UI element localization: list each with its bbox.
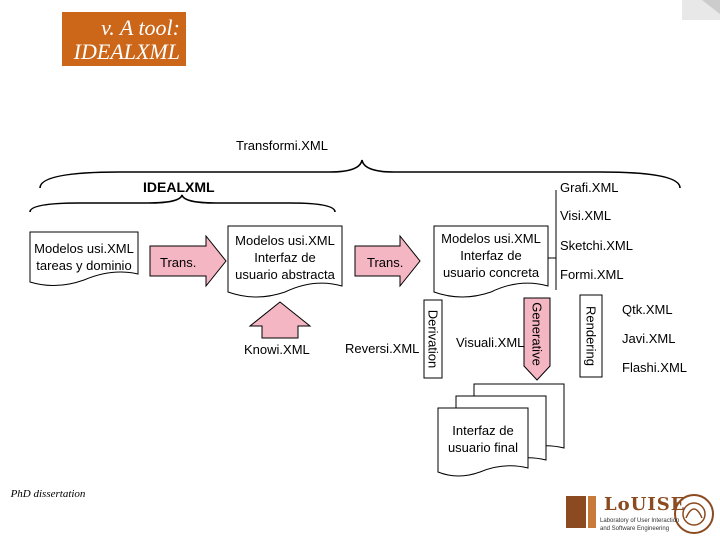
generative-arrow [523,297,551,381]
slide-title-line1: v. A tool: [101,15,180,40]
doc-abstract-shape [227,225,343,298]
flashixml-label: Flashi.XML [622,360,688,375]
derivation-label: Derivation [425,309,441,369]
doc-final-shape [437,407,529,477]
trans-arrow-1 [149,234,227,288]
doc-concrete-line3: usuario concreta [442,265,540,280]
transformixml-label: Transformi.XML [236,138,328,153]
generative-label: Generative [529,302,545,366]
rendering-label: Rendering [583,306,599,366]
doc-abstract-line1: Modelos usi.XML [235,233,335,248]
knowixml-arrow [248,301,312,339]
doc-final-line1: Interfaz de [452,423,514,438]
visualixml-label: Visuali.XML [456,335,525,350]
transformixml-brace [39,159,681,189]
visixml-label: Visi.XML [560,208,612,223]
louise-logo-name: LoUISE [604,494,686,515]
grafixml-label: Grafi.XML [560,180,619,195]
idealxml-brace [29,194,336,213]
rendering-box [579,294,603,378]
doc-final-line2: usuario final [447,440,519,455]
doc-tasks-line1: Modelos usi.XML [34,241,134,256]
doc-final-text: Interfaz de usuario final [438,422,528,456]
doc-concrete-line2: Interfaz de [460,248,522,263]
louise-logo [566,494,714,534]
trans-label-1: Trans. [160,255,197,270]
idealxml-label: IDEALXML [143,179,215,195]
louise-logo-subtitle: Laboratory of User Interaction and Softw… [600,517,679,533]
corner-decoration [682,0,720,20]
qtkxml-label: Qtk.XML [622,302,673,317]
derivation-box [423,299,443,379]
formixml-label: Formi.XML [560,267,624,282]
trans-arrow-2 [354,234,421,288]
doc-tasks-text: Modelos usi.XML tareas y dominio [30,240,138,274]
sketchixml-label: Sketchi.XML [560,238,633,253]
doc-tasks-line2: tareas y dominio [36,258,132,273]
doc-concrete-text: Modelos usi.XML Interfaz de usuario conc… [434,230,548,281]
louise-subtitle-line2: and Software Engineering [600,526,670,532]
doc-concrete-shape [433,225,549,298]
knowixml-label: Knowi.XML [244,342,310,357]
doc-abstract-line2: Interfaz de [254,250,316,265]
slide-title-box: v. A tool: IDEALXML [62,12,186,66]
doc-abstract-text: Modelos usi.XML Interfaz de usuario abst… [228,232,342,283]
louise-subtitle-line1: Laboratory of User Interaction [600,518,680,524]
phd-footer: PhD dissertation [10,488,86,500]
reversixml-label: Reversi.XML [345,341,420,356]
doc-tasks-shape [29,231,139,286]
doc-abstract-line3: usuario abstracta [235,267,335,282]
doc-concrete-line1: Modelos usi.XML [441,231,541,246]
javixml-label: Javi.XML [622,331,676,346]
slide-title-line2: IDEALXML [73,39,180,64]
slide-title: v. A tool: IDEALXML [74,16,180,64]
trans-label-2: Trans. [367,255,404,270]
